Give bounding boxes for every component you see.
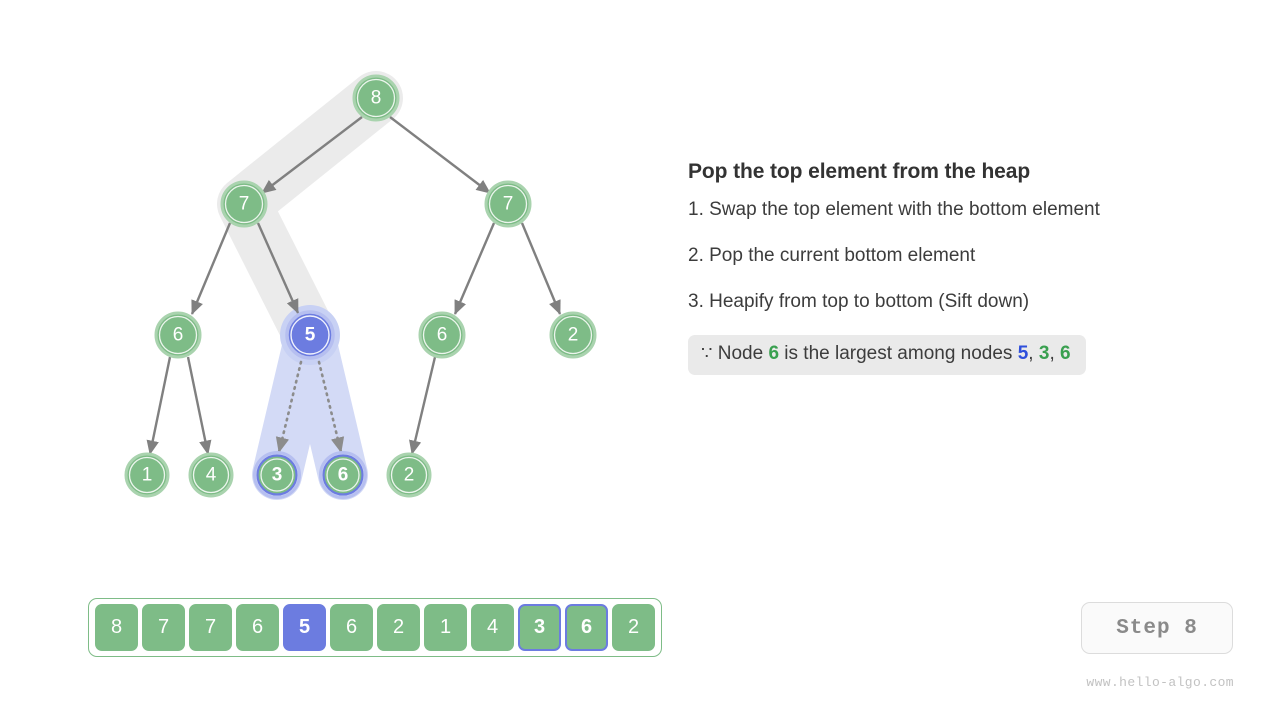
tree-node-label: 6 <box>338 465 349 486</box>
note-sep-1: , <box>1028 343 1039 365</box>
note-candidate-2: 3 <box>1038 343 1050 365</box>
tree-node-label: 6 <box>437 325 448 346</box>
tree-node-label: 2 <box>568 325 579 346</box>
array-cell[interactable]: 2 <box>377 604 420 651</box>
tree-node-label: 7 <box>503 194 514 215</box>
array-cell[interactable]: 7 <box>142 604 185 651</box>
watermark: www.hello-algo.com <box>1086 675 1234 690</box>
tree-nodes: 8 7 7 6 5 <box>124 74 597 499</box>
tree-node-4[interactable]: 4 <box>188 452 234 498</box>
note-candidate-3: 6 <box>1060 343 1071 365</box>
tree-node-label: 3 <box>272 465 283 486</box>
tree-node-label: 4 <box>206 465 217 486</box>
note-sep-2: , <box>1049 343 1060 365</box>
tree-node-6-candidate[interactable]: 6 <box>319 451 367 499</box>
tree-node-2-right[interactable]: 2 <box>549 311 597 359</box>
note-candidate-1: 5 <box>1017 343 1029 365</box>
tree-edges <box>146 116 562 455</box>
explanation-panel: Pop the top element from the heap 1. Swa… <box>688 160 1228 376</box>
tree-node-label: 2 <box>404 465 415 486</box>
tree-node-label: 7 <box>239 194 250 215</box>
tree-node-label: 1 <box>142 465 153 486</box>
tree-node-1[interactable]: 1 <box>124 452 170 498</box>
instruction-step-2: 2. Pop the current bottom element <box>688 244 976 266</box>
tree-node-3-candidate[interactable]: 3 <box>253 451 301 499</box>
tree-node-5-current[interactable]: 5 <box>285 310 335 360</box>
array-cell[interactable]: 7 <box>189 604 232 651</box>
array-cell[interactable]: 6 <box>565 604 608 651</box>
tree-node-label: 6 <box>173 325 184 346</box>
note-prefix: Node <box>717 343 764 365</box>
tree-svg: 8 7 7 6 5 <box>124 71 597 500</box>
tree-node-2-bottom[interactable]: 2 <box>386 452 432 498</box>
tree-node-8[interactable]: 8 <box>352 74 400 122</box>
array-cell[interactable]: 8 <box>95 604 138 651</box>
array-cell[interactable]: 5 <box>283 604 326 651</box>
step-badge: Step 8 <box>1081 602 1233 654</box>
array-cell[interactable]: 1 <box>424 604 467 651</box>
heap-tree-diagram: 8 7 7 6 5 <box>0 0 660 560</box>
tree-node-7-left[interactable]: 7 <box>220 180 268 228</box>
page-title: Pop the top element from the heap <box>688 160 1031 183</box>
note-middle: is the largest among nodes <box>784 343 1013 365</box>
tree-node-label: 8 <box>371 88 382 109</box>
array-cell[interactable]: 6 <box>330 604 373 651</box>
array-cell[interactable]: 6 <box>236 604 279 651</box>
because-symbol: ∵ <box>701 343 713 364</box>
tree-node-label: 5 <box>305 325 316 346</box>
note-node-value: 6 <box>768 343 780 365</box>
array-cell[interactable]: 4 <box>471 604 514 651</box>
tree-node-7-right[interactable]: 7 <box>484 180 532 228</box>
reason-note: ∵ Node 6 is the largest among nodes 5, 3… <box>688 335 1086 376</box>
tree-node-6-left[interactable]: 6 <box>154 311 202 359</box>
instruction-step-3: 3. Heapify from top to bottom (Sift down… <box>688 290 1030 312</box>
tree-node-6-right[interactable]: 6 <box>418 311 466 359</box>
array-cell[interactable]: 3 <box>518 604 561 651</box>
array-cell[interactable]: 2 <box>612 604 655 651</box>
instruction-step-1: 1. Swap the top element with the bottom … <box>688 199 1100 220</box>
